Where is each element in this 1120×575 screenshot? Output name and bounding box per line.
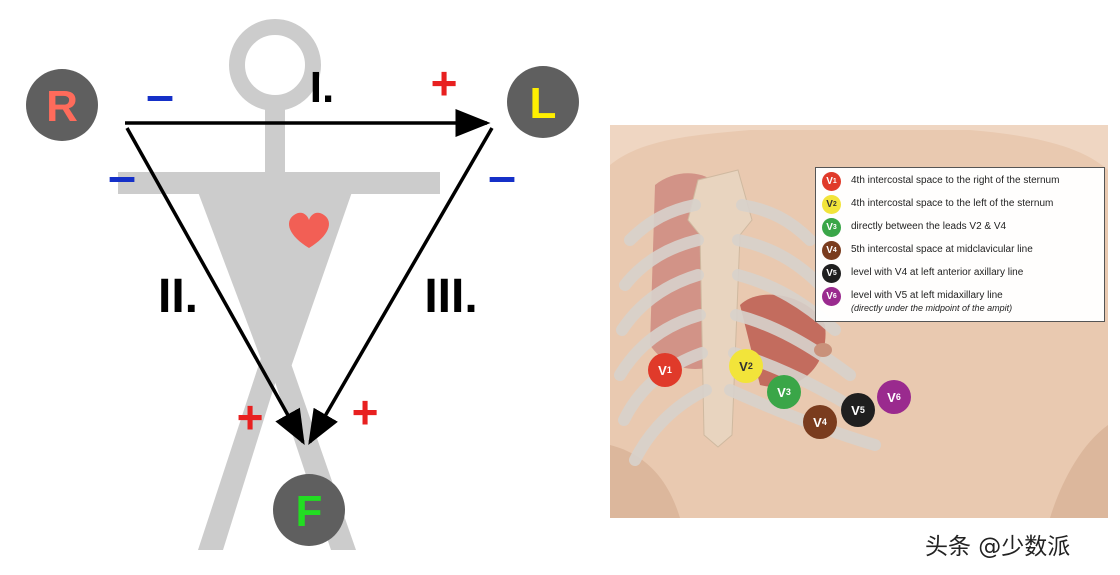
- legend-text-v4: 5th intercostal space at midclavicular l…: [851, 244, 1033, 255]
- lead-1-label: I.: [310, 63, 334, 112]
- lead-2-positive-sign: +: [237, 391, 264, 443]
- watermark: 头条 @少数派: [925, 534, 1071, 560]
- lead-2-negative-sign: –: [108, 148, 136, 204]
- lead-3-label: III.: [424, 270, 477, 323]
- heart-icon: [289, 212, 329, 248]
- lead-3-positive-sign: +: [352, 386, 379, 438]
- electrode-right-label: R: [46, 82, 78, 131]
- figure-left-leg: [198, 355, 284, 550]
- lead-3-negative-sign: –: [488, 148, 516, 204]
- legend-note-v6: (directly under the midpoint of the ampi…: [851, 303, 1013, 313]
- electrode-right: R: [26, 69, 98, 141]
- lead-3-arrow: [308, 127, 494, 446]
- figure-torso: [198, 192, 352, 370]
- lead-1-negative-sign: –: [146, 67, 174, 123]
- electrode-left: L: [507, 66, 579, 138]
- einthoven-triangle-diagram: R L F I. II. III. + – – – + +: [26, 19, 579, 550]
- electrode-left-label: L: [530, 79, 557, 128]
- legend-text-v5: level with V4 at left anterior axillary …: [851, 267, 1024, 278]
- legend-text-v2: 4th intercostal space to the left of the…: [851, 198, 1054, 209]
- lead-2-label: II.: [158, 270, 198, 323]
- legend-text-v1: 4th intercostal space to the right of th…: [851, 175, 1060, 186]
- electrode-foot-label: F: [296, 487, 323, 536]
- electrode-foot: F: [273, 474, 345, 546]
- legend-text-v6: level with V5 at left midaxillary line: [851, 290, 1003, 301]
- legend-text-v6-wrap: level with V5 at left midaxillary line (…: [851, 287, 1012, 314]
- legend-text-v3: directly between the leads V2 & V4: [851, 221, 1007, 232]
- lead-1-positive-sign: +: [431, 57, 458, 109]
- lead-2-arrow: [125, 127, 305, 446]
- figure-arms: [118, 172, 440, 194]
- figure-head: [229, 19, 321, 111]
- figure-neck: [265, 103, 285, 175]
